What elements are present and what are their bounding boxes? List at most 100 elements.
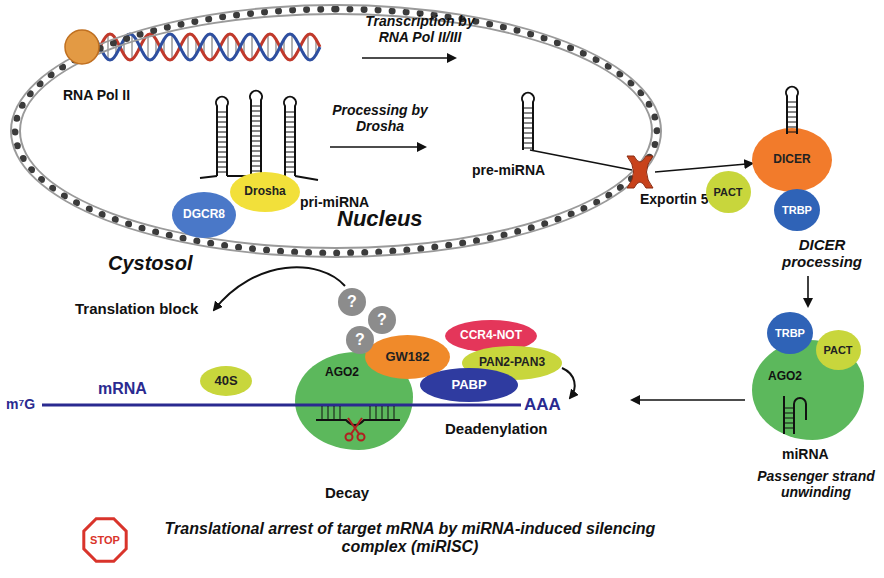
hairpin-base-pair [523,138,533,139]
node-text: DGCR8 [172,208,236,221]
node-text: PABP [420,378,518,392]
hairpin-base-pair [285,152,295,153]
unknown-factor: ? [338,288,366,316]
base-pair-rung [107,35,109,60]
hairpin-base-pair [787,102,797,103]
node-text: RNA Pol II [63,88,130,103]
unknown-factor: ? [368,306,396,334]
rna-hairpin [786,87,798,134]
hairpin-base-pair [217,122,227,123]
hairpin-base-pair [285,142,295,143]
hairpin-base-pair [523,113,533,114]
hairpin-base-pair [217,152,227,153]
hairpin-base-pair [523,133,533,134]
hairpin-base-pair [251,166,261,167]
polya-label: AAA [524,395,561,415]
hairpin-base-pair [251,156,261,157]
hairpin-base-pair [523,128,533,129]
unknown-factor: ? [346,326,374,354]
export-line [530,150,632,170]
node-text: DICER [752,153,832,166]
hairpin-base-pair [523,123,533,124]
molecule-label: mRNA [98,380,147,398]
rna-hairpin [522,93,534,150]
step-label: DICER processing [764,236,880,271]
molecule-label: miRNA [782,446,829,462]
hairpin-base-pair [217,137,227,138]
polymerase-body [65,30,99,64]
hairpin-base-pair [285,157,295,158]
hairpin-base-pair [217,142,227,143]
hairpin-base-pair [285,117,295,118]
rna-hairpin [284,97,296,176]
node-text: ? [346,331,374,349]
exportin-pore: Exportin 5 [615,152,715,210]
effect-label: Translation block [75,300,198,317]
node-text: TRBP [774,204,820,216]
transcription-arrow [362,57,455,59]
hairpin-base-pair [285,147,295,148]
molecule-label: pri-miRNA [300,194,369,210]
hairpin-base-pair [217,167,227,168]
base-pair-rung [171,35,173,60]
rna-hairpin [216,97,228,176]
rna-hairpin [250,91,262,176]
ribosome-subunit: 40S [200,366,252,396]
base-pair-rung [291,35,293,60]
dicer-protein: DICER [752,128,832,192]
molecule-label: pre-miRNA [472,162,545,178]
trbp-protein: TRBP [767,312,813,354]
rna-pol-ii: RNA Pol II [60,28,165,106]
node-text: AGO2 [325,366,359,379]
hairpin-base-pair [523,118,533,119]
hairpin-base-pair [251,141,261,142]
node-text: TRBP [767,327,813,339]
hairpin-base-pair [251,151,261,152]
hairpin-base-pair [523,108,533,109]
node-text: ? [368,311,396,329]
step-label: Transcription by RNA Pol II/III [352,13,488,45]
cap-label: m⁷G [6,396,35,412]
hairpin-base-pair [285,167,295,168]
step-label: Passenger strand unwinding [752,468,880,500]
dgcr8-protein: DGCR8 [172,192,236,238]
hairpin-base-pair [217,147,227,148]
pact-protein: PACT [816,330,861,370]
node-text: PACT [816,344,861,356]
node-text: 40S [200,374,252,388]
effect-label: Decay [325,484,369,501]
step-label: Processing by Drosha [318,102,442,134]
node-text: GW182 [365,350,450,364]
hairpin-base-pair [217,132,227,133]
node-text: PACT [706,186,751,198]
compartment-label: Cystosol [108,252,192,275]
hairpin-base-pair [523,143,533,144]
node-text: Nucleus [337,207,423,231]
hairpin-base-pair [787,112,797,113]
hairpin-base-pair [251,116,261,117]
node-text: Drosha [230,185,300,198]
hairpin-base-pair [523,148,533,149]
base-pair-rung [251,35,253,60]
hairpin-base-pair [217,117,227,118]
loading-arrow [807,276,809,306]
hairpin-base-pair [251,126,261,127]
base-pair-rung [131,35,133,60]
hairpin-base-pair [217,127,227,128]
figure-caption: Translational arrest of target mRNA by m… [150,520,670,557]
base-pair-rung [187,35,189,60]
hairpin-base-pair [217,162,227,163]
hairpin-base-pair [251,131,261,132]
base-pair-rung [267,35,269,60]
hairpin-base-pair [251,136,261,137]
effect-label: Deadenylation [445,420,548,437]
drosha-protein: Drosha [230,172,300,212]
hairpin-base-pair [251,111,261,112]
node-text: CCR4-NOT [445,329,537,342]
translation-block-arrow [214,267,345,310]
hairpin-base-pair [217,172,227,173]
dna-strand [80,34,320,60]
hairpin-base-pair [285,172,295,173]
hairpin-base-pair [787,122,797,123]
